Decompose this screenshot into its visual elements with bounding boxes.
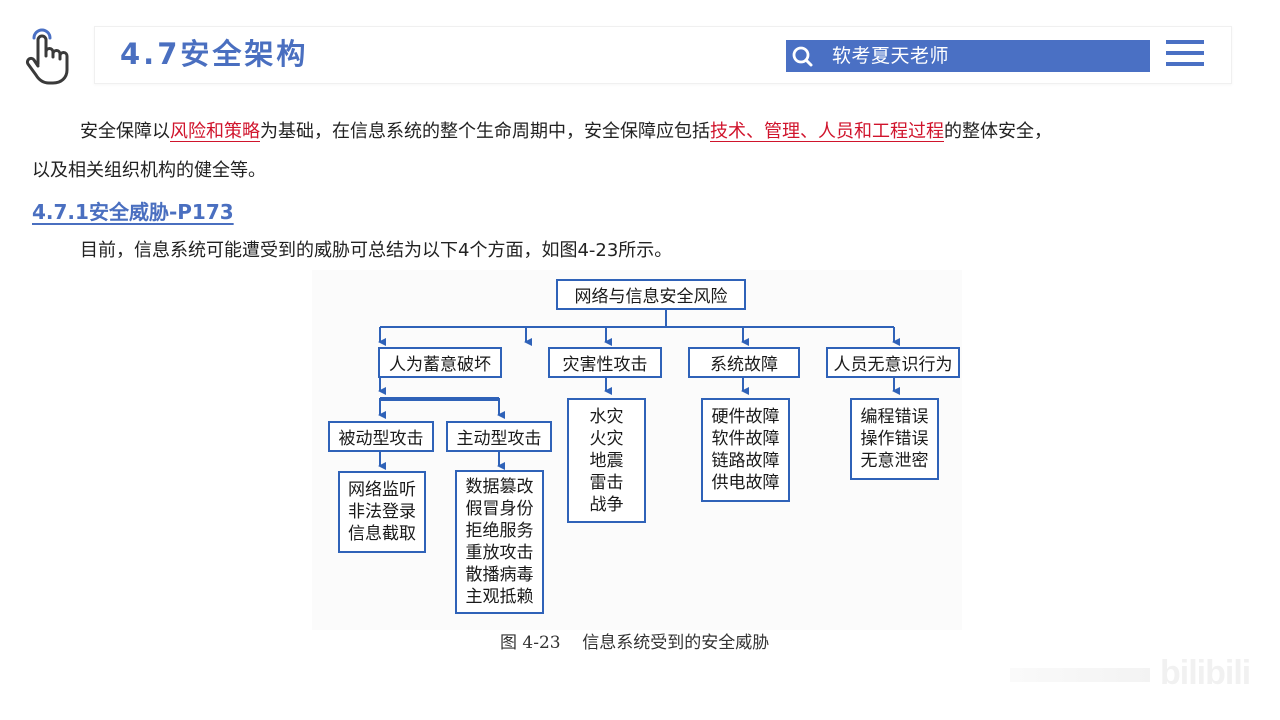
list-item: 拒绝服务 <box>465 521 534 541</box>
list-item: 假冒身份 <box>465 499 534 519</box>
intro-paragraph: 安全保障以风险和策略为基础，在信息系统的整个生命周期中，安全保障应包括技术、管理… <box>80 119 1052 145</box>
intro-paragraph-continued: 以及相关组织机构的健全等。 <box>32 160 266 181</box>
list-item: 软件故障 <box>711 429 780 449</box>
text-segment: 的整体安全， <box>944 121 1052 142</box>
page-title: 4.7安全架构 <box>120 37 309 71</box>
category-node-deliberate-damage: 人为蓄意破坏 <box>378 347 502 378</box>
category-node-system-failure: 系统故障 <box>688 347 800 378</box>
category-node-unintentional-behavior: 人员无意识行为 <box>826 347 960 378</box>
security-threat-diagram: 网络与信息安全风险 人为蓄意破坏 灾害性攻击 系统故障 人员无意识行为 被动型攻… <box>312 270 962 630</box>
list-item: 非法登录 <box>348 502 416 522</box>
list-item: 火灾 <box>589 428 624 449</box>
threat-summary-paragraph: 目前，信息系统可能遭受到的威胁可总结为以下4个方面，如图4-23所示。 <box>80 240 673 261</box>
list-item: 地震 <box>589 450 624 471</box>
text-segment: 安全保障以 <box>80 121 170 142</box>
highlight-risk-policy: 风险和策略 <box>170 121 260 142</box>
list-item: 战争 <box>589 494 624 515</box>
disaster-attack-items: 水灾 火灾 地震 雷击 战争 <box>567 398 646 523</box>
list-item: 水灾 <box>589 406 624 427</box>
highlight-tech-management: 技术、管理、人员和工程过程 <box>710 121 944 142</box>
active-attack-items: 数据篡改 假冒身份 拒绝服务 重放攻击 散播病毒 主观抵赖 <box>455 470 544 614</box>
list-item: 供电故障 <box>711 473 780 493</box>
list-item: 链路故障 <box>711 451 780 471</box>
hand-pointer-icon <box>25 28 69 85</box>
list-item: 雷击 <box>589 472 624 493</box>
list-item: 无意泄密 <box>860 451 929 471</box>
diagram-root-node: 网络与信息安全风险 <box>556 279 746 310</box>
watermark-bar <box>1010 668 1150 682</box>
system-failure-items: 硬件故障 软件故障 链路故障 供电故障 <box>701 398 790 502</box>
search-bar[interactable]: 软考夏天老师 <box>786 40 1150 72</box>
search-icon[interactable] <box>790 43 816 69</box>
list-item: 硬件故障 <box>711 407 780 427</box>
search-text: 软考夏天老师 <box>832 45 950 67</box>
section-link-security-threats[interactable]: 4.7.1安全威胁-P173 <box>32 200 234 224</box>
list-item: 网络监听 <box>348 480 416 500</box>
list-item: 编程错误 <box>860 407 929 427</box>
figure-caption: 图 4-23 信息系统受到的安全威胁 <box>500 633 770 653</box>
list-item: 操作错误 <box>860 429 929 449</box>
list-item: 数据篡改 <box>465 477 534 497</box>
bilibili-watermark: bilibili <box>1160 654 1251 692</box>
passive-attack-items: 网络监听 非法登录 信息截取 <box>338 471 426 553</box>
list-item: 信息截取 <box>348 524 416 544</box>
subcategory-node-passive-attack: 被动型攻击 <box>328 421 434 452</box>
unintentional-behavior-items: 编程错误 操作错误 无意泄密 <box>850 398 939 480</box>
list-item: 重放攻击 <box>465 543 534 563</box>
diagram-connectors <box>378 308 900 470</box>
list-item: 散播病毒 <box>465 565 534 585</box>
text-segment: 为基础，在信息系统的整个生命周期中，安全保障应包括 <box>260 121 710 142</box>
hamburger-menu-icon[interactable] <box>1166 40 1204 70</box>
category-node-disaster-attack: 灾害性攻击 <box>548 347 662 378</box>
list-item: 主观抵赖 <box>465 587 534 607</box>
subcategory-node-active-attack: 主动型攻击 <box>446 421 552 452</box>
